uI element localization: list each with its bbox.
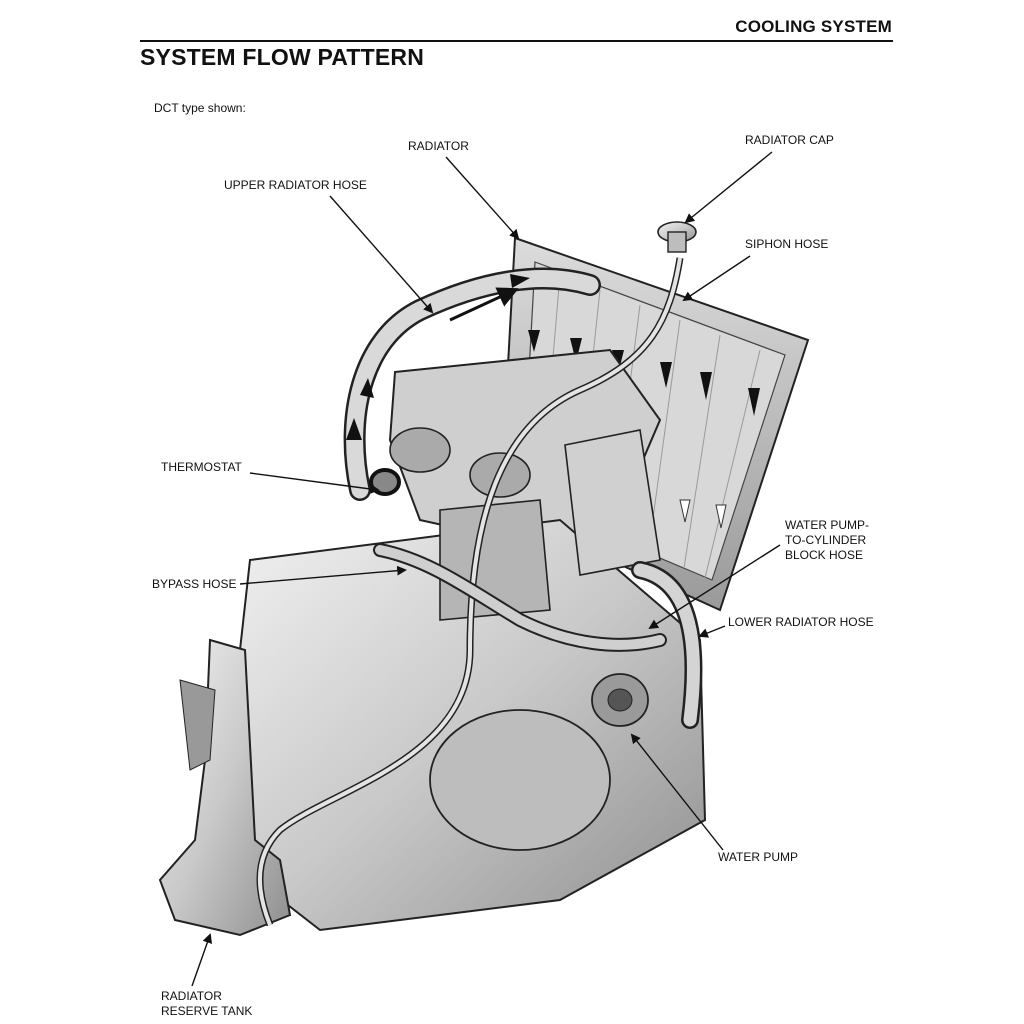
- label-reserve-tank-1: RADIATOR: [161, 989, 222, 1003]
- radiator-cap-graphic: [657, 221, 697, 253]
- section-title: COOLING SYSTEM: [735, 17, 892, 36]
- label-siphon-hose: SIPHON HOSE: [745, 237, 829, 251]
- dct-note: DCT type shown:: [154, 101, 246, 115]
- label-water-pump-hose-2: TO-CYLINDER: [785, 533, 867, 547]
- label-bypass-hose: BYPASS HOSE: [152, 577, 237, 591]
- label-radiator-cap: RADIATOR CAP: [745, 133, 834, 147]
- page-title: SYSTEM FLOW PATTERN: [140, 44, 425, 70]
- label-upper-radiator-hose: UPPER RADIATOR HOSE: [224, 178, 367, 192]
- label-thermostat: THERMOSTAT: [161, 460, 242, 474]
- label-radiator: RADIATOR: [408, 139, 469, 153]
- hoses-graphic: [256, 257, 703, 927]
- label-water-pump: WATER PUMP: [718, 850, 798, 864]
- engine-graphic: [158, 348, 707, 937]
- leader-lines: [191, 151, 781, 987]
- label-water-pump-hose-1: WATER PUMP-: [785, 518, 869, 532]
- label-lower-radiator-hose: LOWER RADIATOR HOSE: [728, 615, 874, 629]
- label-reserve-tank-2: RESERVE TANK: [161, 1004, 253, 1018]
- header-rule: [140, 40, 893, 42]
- label-water-pump-hose-3: BLOCK HOSE: [785, 548, 864, 562]
